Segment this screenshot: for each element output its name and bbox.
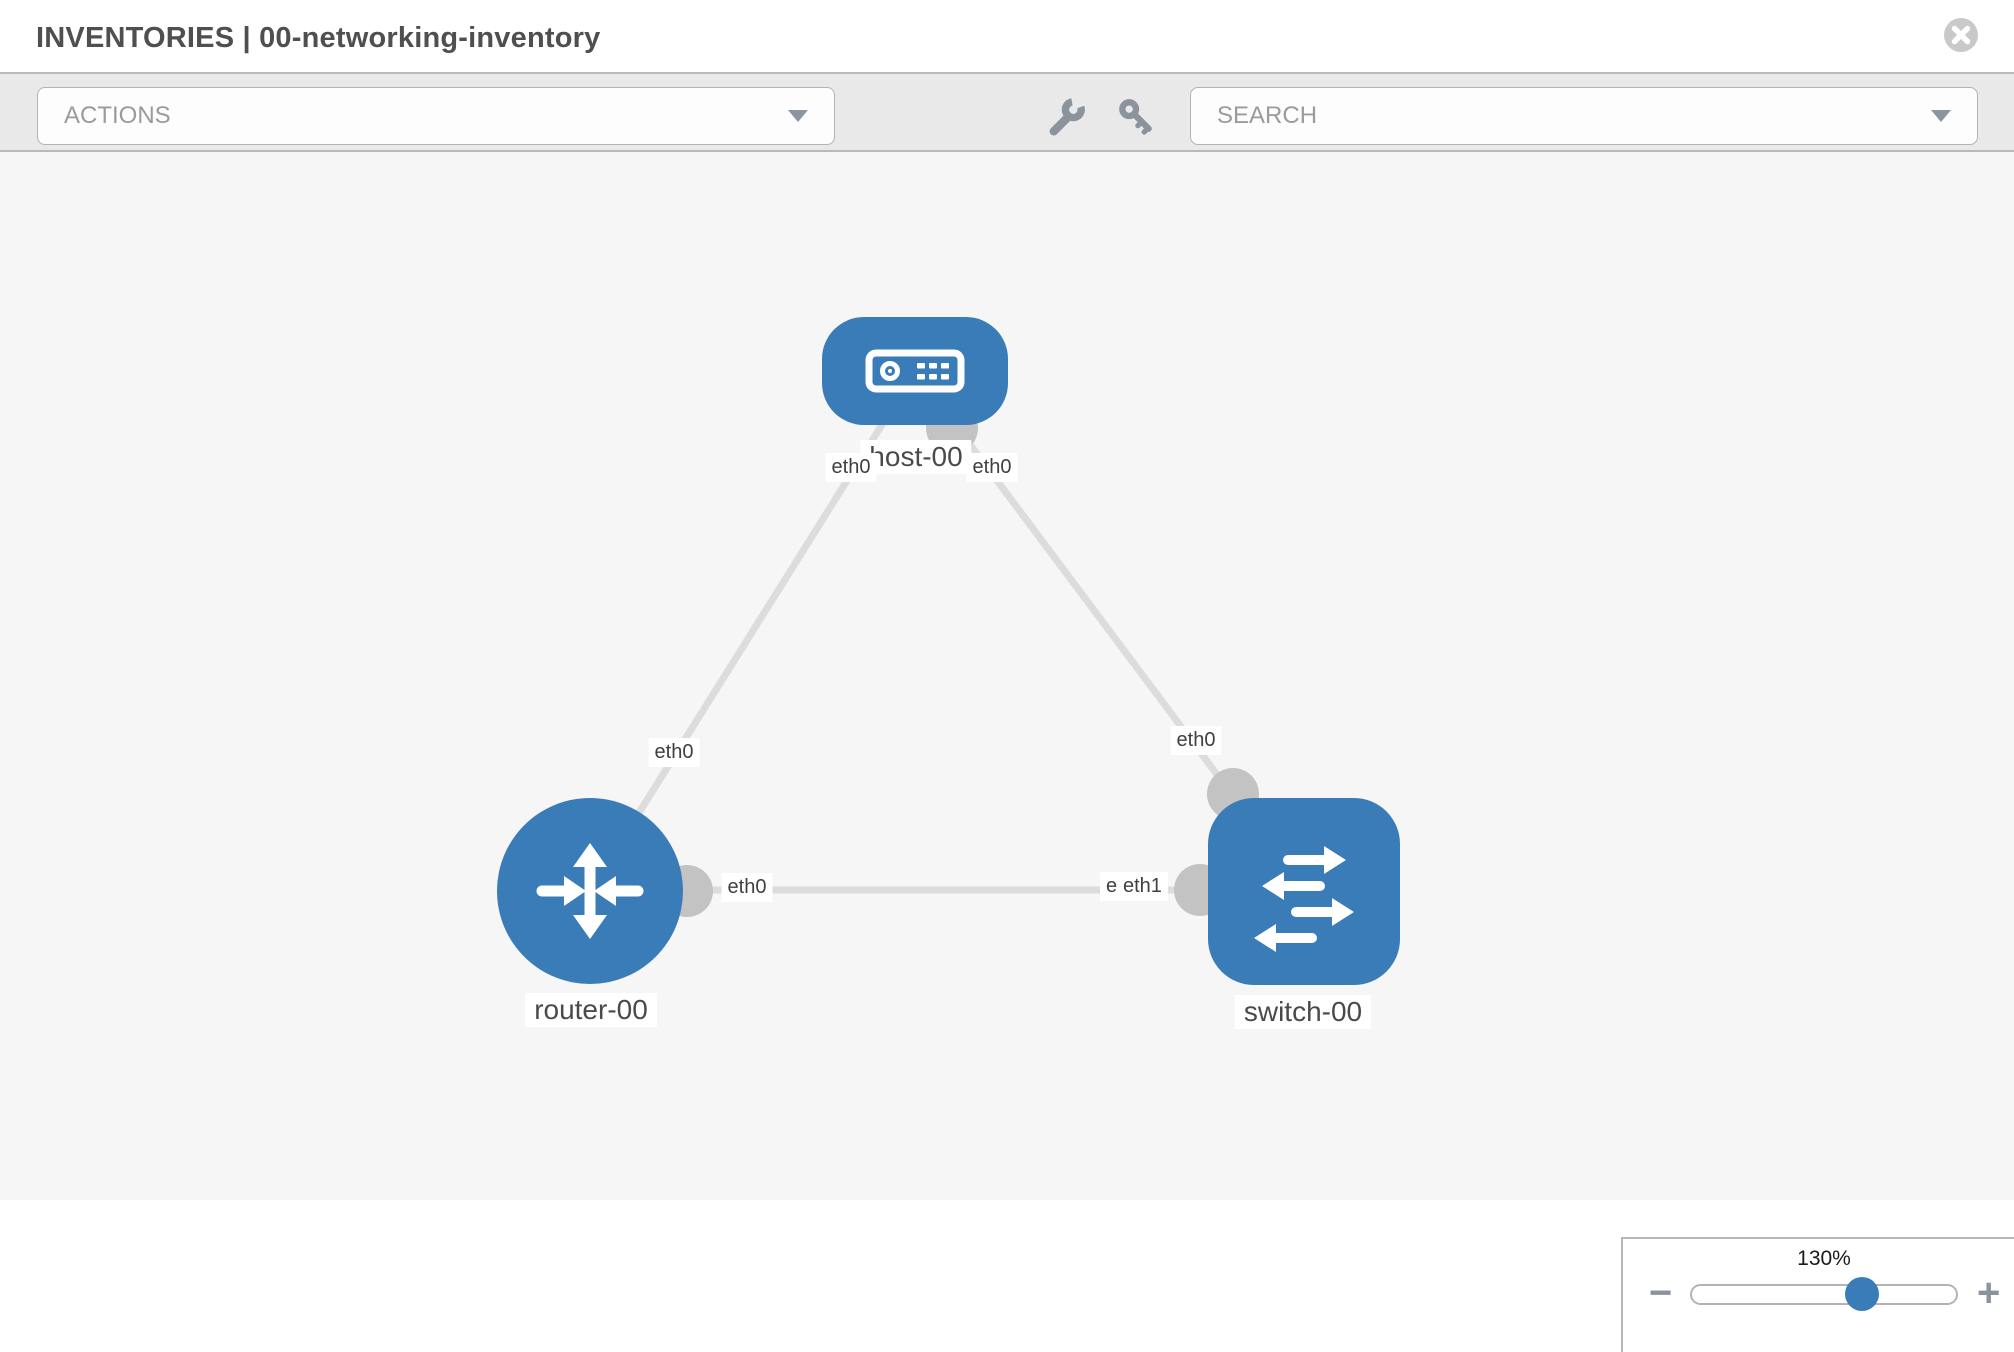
interface-label-link-host-switch: eth0	[1170, 726, 1222, 755]
zoom-in-button[interactable]: +	[1977, 1271, 2001, 1315]
credentials-button[interactable]	[1116, 96, 1156, 136]
search-dropdown-label: SEARCH	[1217, 102, 1318, 129]
search-dropdown[interactable]: SEARCH	[1190, 87, 1978, 145]
node-label-switch-00: switch-00	[1234, 995, 1372, 1029]
interface-label-host-right: eth0	[966, 453, 1018, 482]
actions-dropdown[interactable]: ACTIONS	[37, 87, 835, 145]
node-switch-00[interactable]	[1208, 798, 1400, 985]
host-icon	[865, 349, 965, 393]
actions-dropdown-label: ACTIONS	[64, 102, 171, 129]
topology-graph	[587, 368, 1259, 917]
node-host-00[interactable]	[822, 317, 1008, 425]
zoom-slider-thumb[interactable]	[1845, 1277, 1879, 1311]
interface-label-host-left: eth0	[825, 453, 877, 482]
interface-label-router-eth0: eth0	[721, 873, 773, 902]
interface-label-link-router-host: eth0	[648, 738, 700, 767]
close-icon	[1944, 18, 1978, 52]
close-button[interactable]	[1944, 18, 1978, 52]
zoom-slider-track[interactable]	[1690, 1284, 1958, 1305]
toolbar: ACTIONS SEARCH	[0, 72, 2014, 152]
zoom-panel: 130% − +	[1621, 1237, 2014, 1352]
zoom-out-button[interactable]: −	[1649, 1271, 1673, 1315]
interface-label-switch-eth1: eth1	[1117, 872, 1168, 901]
configure-button[interactable]	[1047, 96, 1087, 136]
node-label-router-00: router-00	[525, 993, 657, 1027]
router-icon	[536, 843, 644, 939]
wrench-icon	[1049, 98, 1085, 136]
app-header: INVENTORIES | 00-networking-inventory	[0, 0, 2014, 72]
topology-canvas[interactable]: host-00 router-00 switch-00 eth0 eth0 et…	[0, 152, 2014, 1352]
switch-icon	[1254, 845, 1354, 952]
key-icon	[1119, 99, 1152, 135]
zoom-level-text: 130%	[1797, 1247, 1851, 1270]
chevron-down-icon	[788, 110, 808, 122]
chevron-down-icon	[1931, 110, 1951, 122]
node-label-host-00: host-00	[860, 440, 972, 474]
node-router-00[interactable]	[497, 798, 683, 984]
page-title: INVENTORIES | 00-networking-inventory	[36, 22, 601, 54]
